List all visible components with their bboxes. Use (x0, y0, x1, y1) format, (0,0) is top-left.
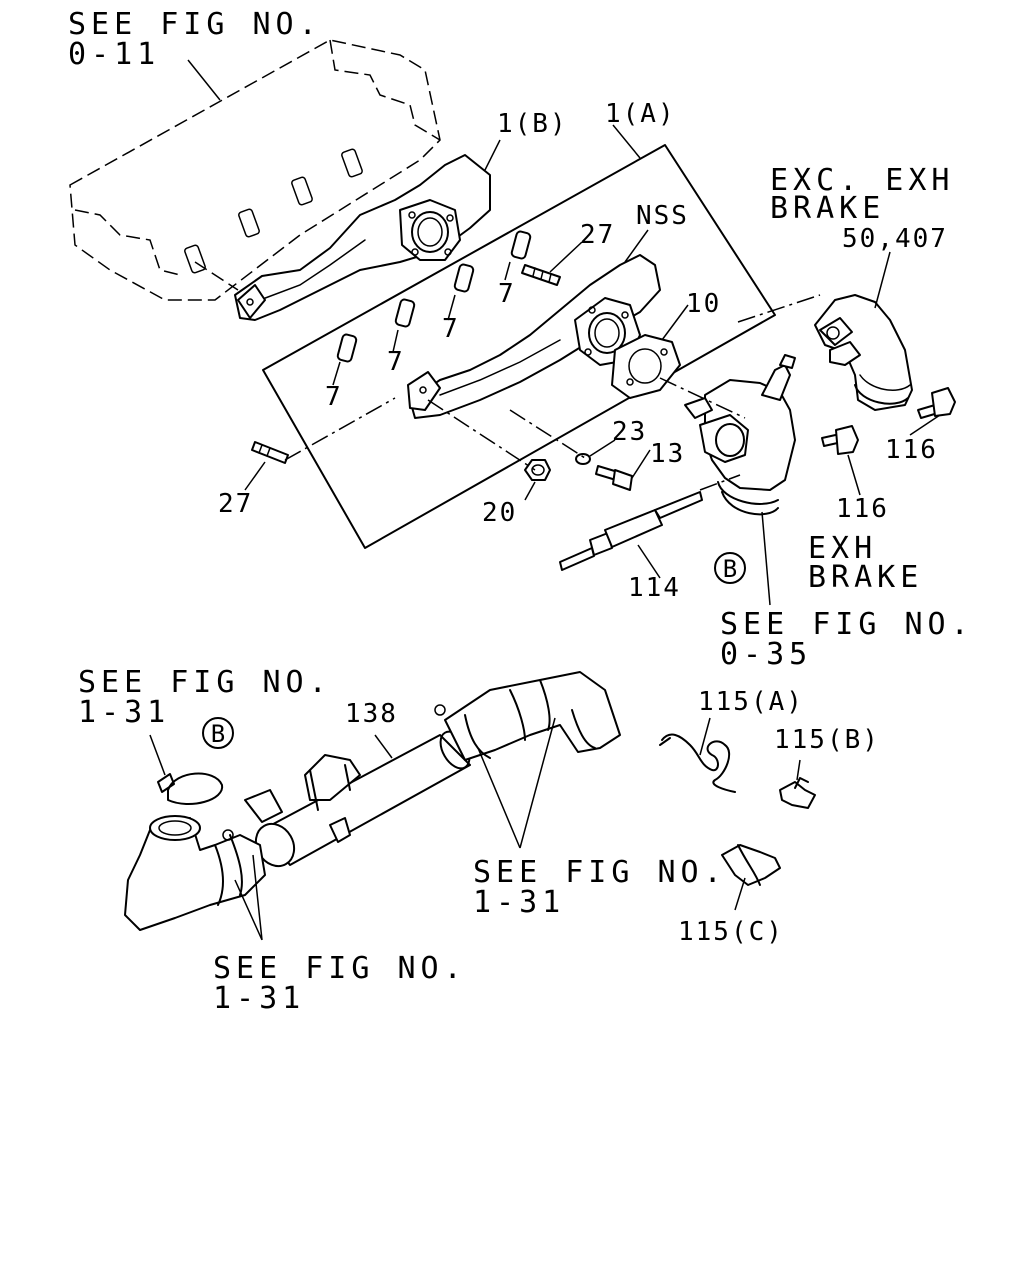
see-fig-0-35-line2: 0-35 (720, 637, 812, 672)
clip-115c (721, 844, 781, 886)
axis-line-valve (659, 294, 821, 419)
bolt-116-right (917, 387, 956, 419)
see-fig-1-31-b-line1: SEE FIG NO. (473, 855, 727, 890)
label-7-d: 7 (325, 382, 343, 412)
label-7-b: 7 (442, 314, 460, 344)
pipe-138 (244, 730, 471, 868)
circle-b-bottom-label: B (211, 720, 225, 748)
label-115c: 115(C) (678, 917, 784, 947)
exhaust-manifold-1b (194, 154, 491, 321)
exh-brake-line1: EXH (808, 531, 877, 566)
label-114: 114 (628, 573, 681, 603)
exc-exh-brake-line1: EXC. EXH (770, 163, 955, 198)
stud-27-top (521, 264, 561, 286)
label-27-top: 27 (580, 220, 615, 250)
rod-114 (559, 474, 741, 571)
see-fig-0-35-line1: SEE FIG NO. (720, 607, 974, 642)
axis-line-washer (509, 409, 586, 459)
circle-b-top-label: B (723, 555, 737, 583)
exhaust-brake-valve (684, 354, 796, 516)
axis-line-stud (284, 397, 396, 461)
label-10: 10 (686, 289, 721, 319)
label-1a: 1(A) (605, 99, 676, 129)
label-23: 23 (612, 417, 647, 447)
label-nss: NSS (636, 201, 689, 231)
see-fig-1-31-c-line1: SEE FIG NO. (213, 951, 467, 986)
see-fig-1-31-a-line2: 1-31 (78, 695, 170, 730)
label-138: 138 (345, 699, 398, 729)
see-fig-1-31-a-line1: SEE FIG NO. (78, 665, 332, 700)
gasket-7-set (336, 230, 532, 363)
clip-115b (779, 777, 816, 809)
label-13: 13 (650, 439, 685, 469)
nut-20 (524, 459, 551, 481)
circle-b-top (714, 552, 746, 584)
circle-b-bottom (202, 717, 234, 749)
see-fig-1-31-b-line2: 1-31 (473, 885, 565, 920)
label-115b: 115(B) (774, 725, 880, 755)
elbow-pipe-50-407 (814, 294, 913, 411)
cylinder-head-outline (69, 39, 441, 301)
see-fig-0-11-line2: 0-11 (68, 37, 160, 72)
label-116-center: 116 (836, 494, 889, 524)
callout-labels: SEE FIG NO. 0-11 1(B) 1(A) EXC. EXH BRAK… (68, 7, 974, 1016)
gasket-10 (611, 334, 681, 399)
hose-elbow-left (124, 815, 266, 931)
label-20: 20 (482, 498, 517, 528)
group-1a-outline (262, 144, 776, 549)
clamp-circle-b (157, 772, 224, 805)
label-116-right: 116 (885, 435, 938, 465)
label-115a: 115(A) (698, 687, 804, 717)
label-50-407: 50,407 (842, 224, 948, 254)
bolt-116-center (821, 425, 859, 455)
axis-line-nut (427, 399, 536, 471)
hose-connector-right (434, 671, 621, 761)
leader-lines (149, 59, 941, 941)
label-27-left: 27 (218, 489, 253, 519)
bolt-13 (595, 465, 633, 491)
exc-exh-brake-line2: BRAKE (770, 191, 885, 226)
see-fig-1-31-c-line2: 1-31 (213, 981, 305, 1016)
label-7-a: 7 (498, 279, 516, 309)
label-1b: 1(B) (497, 109, 568, 139)
washer-23 (575, 453, 591, 465)
clip-115a (659, 733, 736, 793)
label-7-c: 7 (387, 347, 405, 377)
exh-brake-line2: BRAKE (808, 560, 923, 595)
stud-27-left (251, 441, 289, 464)
see-fig-0-11-line1: SEE FIG NO. (68, 7, 322, 42)
